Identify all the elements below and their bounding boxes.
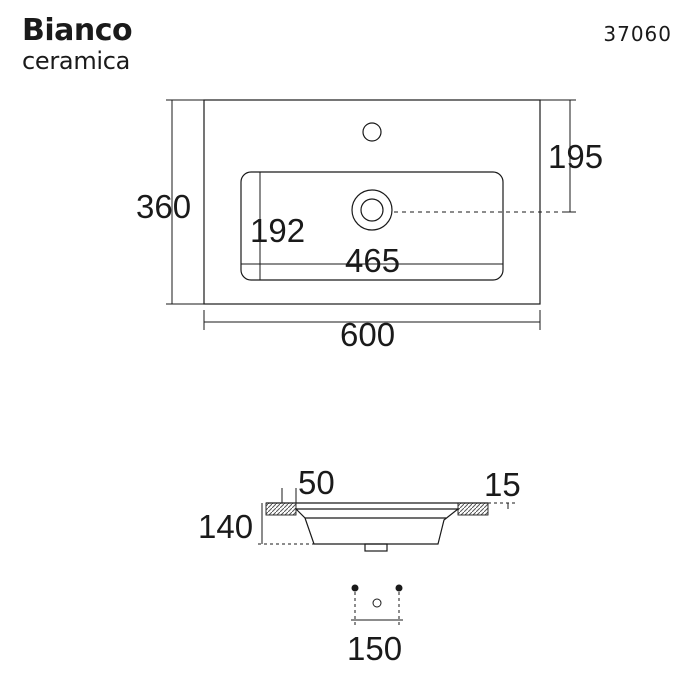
waste-outlet xyxy=(364,543,388,552)
side-view xyxy=(265,502,489,552)
dim-bolt-spacing: 150 xyxy=(347,630,402,667)
model-number: 37060 xyxy=(603,22,672,46)
dim-tap-hole-offset: 195 xyxy=(548,138,603,175)
fixing-bolt-left xyxy=(351,584,359,592)
bowl-outline xyxy=(240,171,504,281)
tap-hole xyxy=(362,122,382,142)
brand-logo: Bianco ceramica xyxy=(22,13,133,75)
side-view-dimension-lines xyxy=(258,488,516,545)
dim-rim-thickness: 15 xyxy=(484,466,521,503)
waste-hole xyxy=(372,598,382,608)
basin-outline xyxy=(203,99,541,305)
top-view xyxy=(203,99,572,305)
brand-subtitle: ceramica xyxy=(22,47,131,75)
dim-overall-width: 600 xyxy=(340,316,395,353)
top-view-dimension-lines xyxy=(166,99,576,330)
fixing-view xyxy=(351,584,403,626)
drain-outer xyxy=(351,189,393,231)
rim-hatch-left xyxy=(265,502,297,516)
dim-bowl-depth: 192 xyxy=(250,212,305,249)
drain-inner xyxy=(360,198,384,222)
dim-overall-depth: 360 xyxy=(136,188,191,225)
rim-hatch-right xyxy=(457,502,489,516)
dim-rim-width: 50 xyxy=(298,464,335,501)
dim-bowl-width: 465 xyxy=(345,242,400,279)
side-profile xyxy=(294,508,460,545)
brand-name: Bianco xyxy=(22,13,133,48)
fixing-bolt-right xyxy=(395,584,403,592)
dim-height: 140 xyxy=(198,508,253,545)
